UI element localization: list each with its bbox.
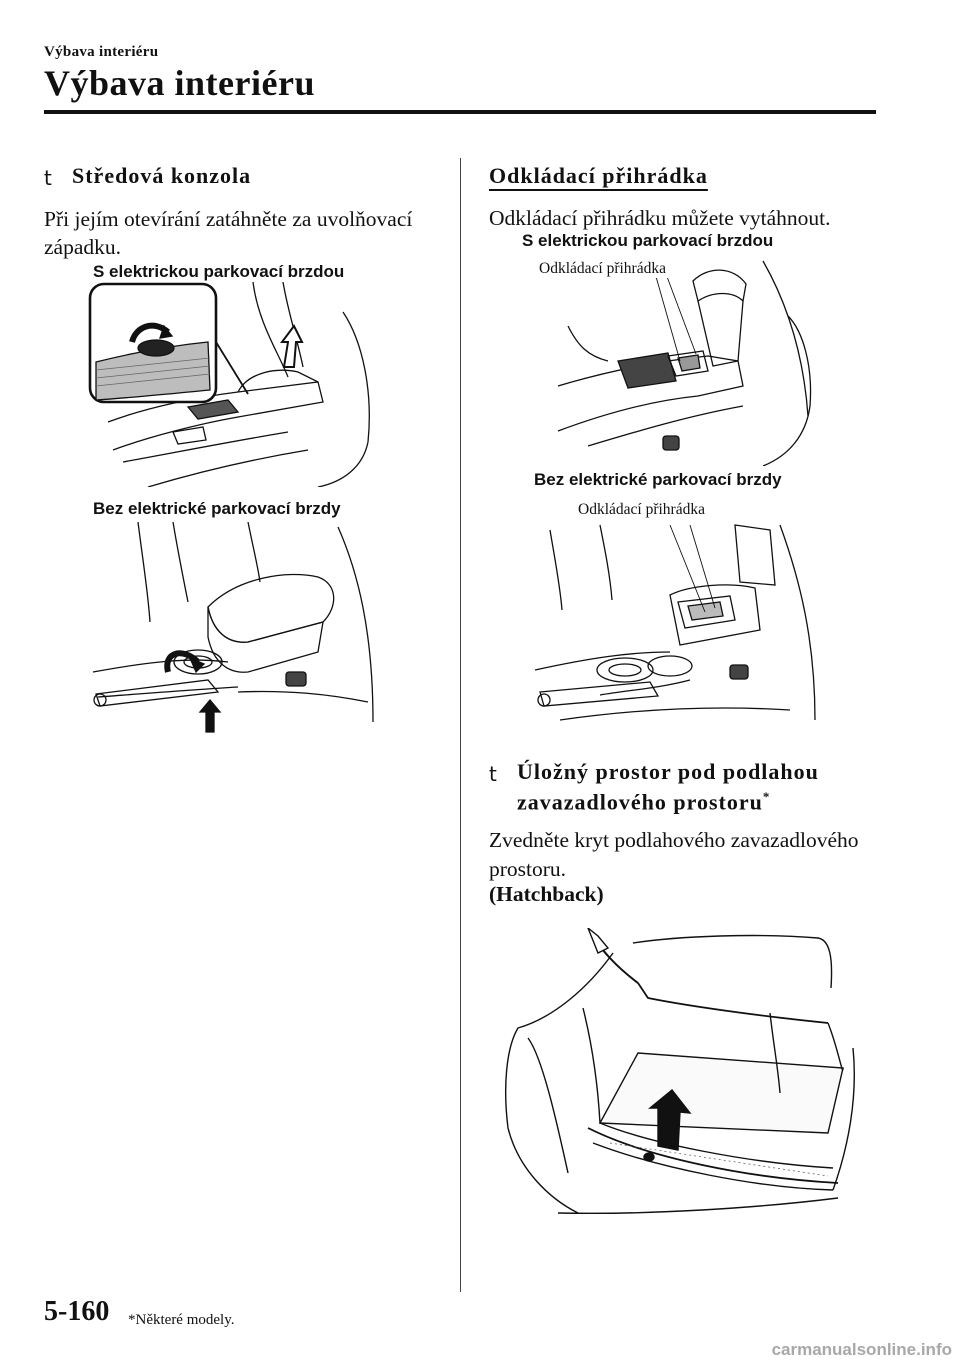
body-text-line: Při jejím otevírání zatáhněte za uvolňov… [44,207,413,231]
title-rule [44,110,876,114]
page-number: 5-160 [44,1296,110,1327]
figure-caption-electric-brake: S elektrickou parkovací brzdou [93,262,345,281]
bullet-icon: t [44,166,52,190]
tray-handbrake-illustration [530,520,830,730]
asterisk-mark: * [762,789,771,804]
figure-caption-electric-brake: S elektrickou parkovací brzdou [522,231,774,250]
console-electric-brake-illustration [88,282,378,487]
footnote: *Některé modely. [128,1312,235,1328]
column-divider [460,158,461,1292]
body-text-line: západku. [44,235,122,259]
variant-label: (Hatchback) [489,882,604,906]
callout-label: Odkládací přihrádka [576,501,707,519]
hatchback-cargo-illustration [498,928,863,1216]
running-head: Výbava interiéru [44,44,159,60]
callout-label: Odkládací přihrádka [537,260,668,278]
body-text-line: prostoru. [489,857,567,881]
body-text-line: Zvedněte kryt podlahového zavazadlového [489,828,859,852]
figure-caption-no-electric-brake: Bez elektrické parkovací brzdy [534,470,782,489]
console-handbrake-illustration [88,522,388,737]
watermark: carmanualsonline.info [771,1340,952,1359]
body-text-line: Odkládací přihrádku můžete vytáhnout. [489,206,831,230]
section-heading-center-console: Středová konzola [72,163,252,188]
heading-text: zavazadlového prostoru [517,789,763,815]
section-heading-storage-tray: Odkládací přihrádka [489,163,708,188]
figure-caption-no-electric-brake: Bez elektrické parkovací brzdy [93,499,341,518]
section-heading-underfloor-storage-line2: zavazadlového prostoru* [517,789,770,815]
page-title: Výbava interiéru [44,63,315,103]
tray-electric-brake-illustration [548,256,828,466]
section-heading-underfloor-storage: Úložný prostor pod podlahou [517,759,819,784]
bullet-icon: t [489,762,497,786]
